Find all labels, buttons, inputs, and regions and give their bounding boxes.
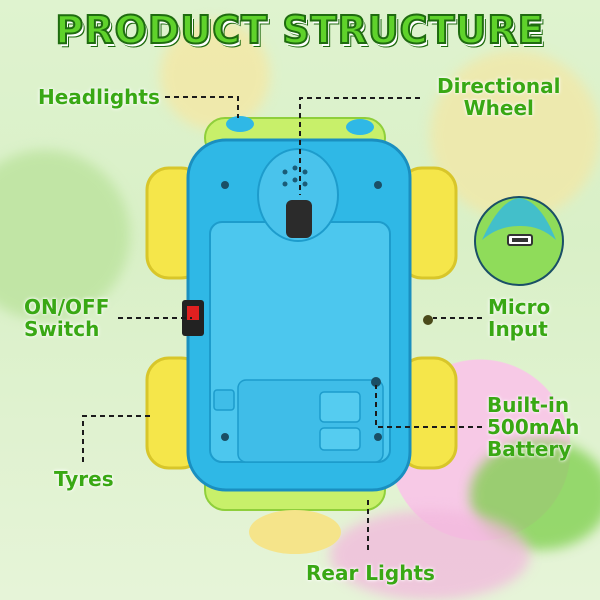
label-on-off-line2: Switch — [24, 317, 100, 341]
label-tyres: Tyres — [54, 467, 114, 491]
label-directional-line2: Wheel — [463, 96, 534, 120]
label-on-off-line1: ON/OFF — [24, 295, 110, 319]
directional-wheel — [286, 200, 312, 238]
leader-directional-wheel — [299, 97, 420, 195]
label-micro-input: Micro Input — [488, 296, 550, 340]
battery-cover-step — [237, 379, 384, 463]
background-blob-yellow — [160, 20, 270, 130]
label-micro-line1: Micro — [488, 295, 551, 319]
label-battery-line2: 500mAh — [487, 415, 580, 439]
background-blob-yellow-right — [430, 50, 600, 220]
label-battery-line1: Built-in — [487, 393, 570, 417]
directional-wheel-housing — [257, 148, 339, 242]
label-battery: Built-in 500mAh Battery — [487, 394, 579, 460]
label-on-off-switch: ON/OFF Switch — [24, 296, 109, 340]
background-blob-pink — [330, 510, 530, 600]
background-blob-green — [0, 150, 130, 320]
rear-light — [249, 510, 341, 554]
micro-input-port — [423, 315, 433, 325]
label-headlights: Headlights — [38, 85, 160, 109]
headlight-left — [226, 116, 254, 132]
label-directional-line1: Directional — [437, 74, 561, 98]
battery-latch — [319, 391, 361, 423]
label-micro-line2: Input — [488, 317, 548, 341]
label-rear-lights: Rear Lights — [306, 561, 435, 585]
leader-tyres — [82, 415, 153, 462]
headlight-right — [346, 119, 374, 135]
leader-headlights — [165, 96, 239, 118]
label-battery-line3: Battery — [487, 437, 572, 461]
label-directional-wheel: Directional Wheel — [437, 75, 561, 119]
page-title: PRODUCT STRUCTURE — [54, 7, 545, 53]
